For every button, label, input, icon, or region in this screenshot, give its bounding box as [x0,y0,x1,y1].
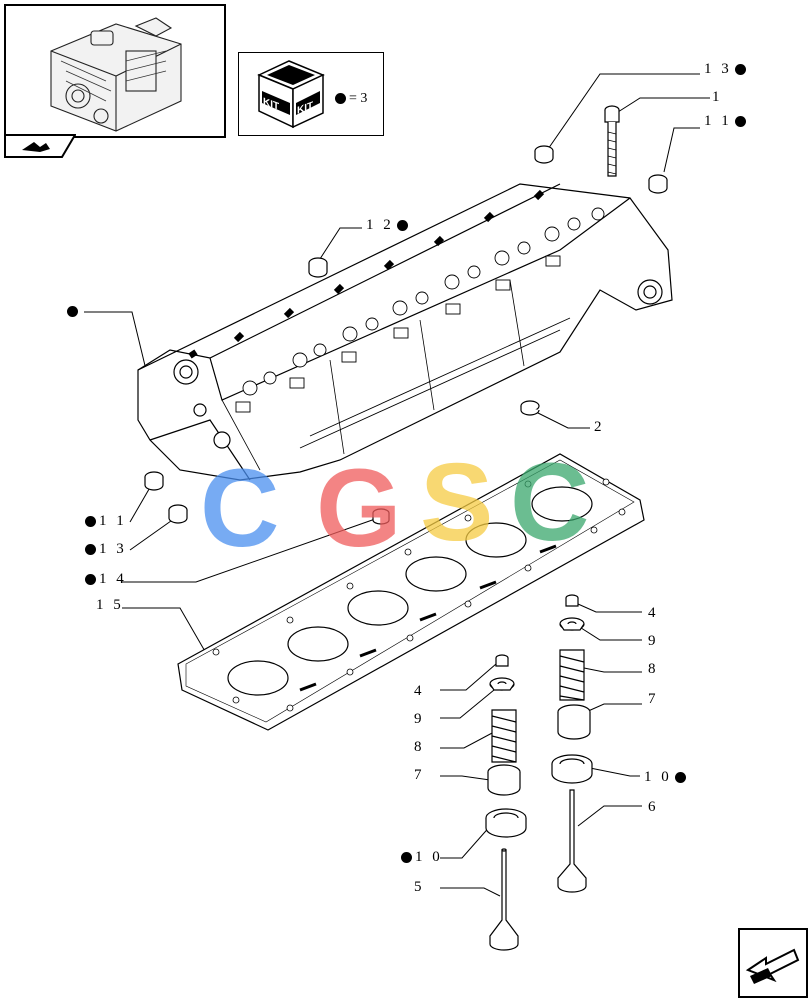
callout-8-left: 8 [414,739,425,755]
leader-lines [84,73,710,897]
next-page-button[interactable] [738,928,808,998]
valve-assembly-right [551,594,593,893]
retainer-9b [559,617,585,631]
plug-2 [520,400,540,416]
callout-7-left: 7 [414,767,425,783]
watermark-letter-g: G [316,447,402,570]
plug-11-left [144,471,164,491]
seat-10b [551,754,593,784]
spring-8b [559,649,585,701]
navigation-tab[interactable] [4,134,77,158]
callout-10-left: 1 0 [398,850,443,865]
keeper-4a [495,654,509,667]
gasket-cylinder-bores [227,486,593,696]
book-arrow-icon [22,142,50,152]
seal-7a [487,764,521,796]
seal-7b [557,704,591,740]
kit-equals-text: = 3 [349,91,368,106]
callout-2: 2 [594,419,605,435]
plug-12 [308,257,328,278]
watermark-letter-c1: C [200,447,279,570]
seat-10a [485,808,527,838]
next-arrow-icon [745,948,800,984]
valve-5 [489,848,519,951]
keeper-4b [565,594,579,607]
plug-13-left [168,504,188,524]
spring-8a [491,709,517,763]
retainer-9a [489,677,515,691]
callout-12: 1 2 [366,218,411,233]
kit-bullet-icon [335,93,346,104]
plug-13-top [534,145,554,164]
watermark-letter-s: S [420,441,493,564]
callout-13-left: 1 3 [82,542,127,557]
callout-1: 1 [712,89,723,105]
callout-4-right: 4 [648,605,659,621]
callout-8-right: 8 [648,661,659,677]
engine-thumbnail-icon [50,17,182,132]
valve-assembly-left [485,654,527,951]
cylinder-head-valve-ports [188,189,605,413]
callout-9-left: 9 [414,711,425,727]
plug-11-top [648,174,668,194]
callout-9-right: 9 [648,633,659,649]
callout-5: 5 [414,879,425,895]
kit-legend-box: KIT KIT = 3 [238,52,384,136]
callout-11-left: 1 1 [82,514,127,529]
callout-14: 1 4 [82,572,127,587]
callout-10-right: 1 0 [644,770,689,785]
cgsc-watermark: C G S C [200,441,589,570]
callout-15: 1 5 [96,597,124,613]
callout-head-bullet [64,304,81,319]
kit-box-icon [257,60,325,129]
callout-13-top: 1 3 [704,62,749,77]
bolt-1 [604,105,620,177]
engine-thumbnail-frame [4,4,226,138]
callout-7-right: 7 [648,691,659,707]
watermark-letter-c2: C [510,441,589,564]
valve-6 [557,789,587,893]
gasket-holes [212,478,626,712]
callout-6: 6 [648,799,659,815]
plug-14 [372,508,390,525]
callout-11-top: 1 1 [704,114,749,129]
callout-4-left: 4 [414,683,425,699]
